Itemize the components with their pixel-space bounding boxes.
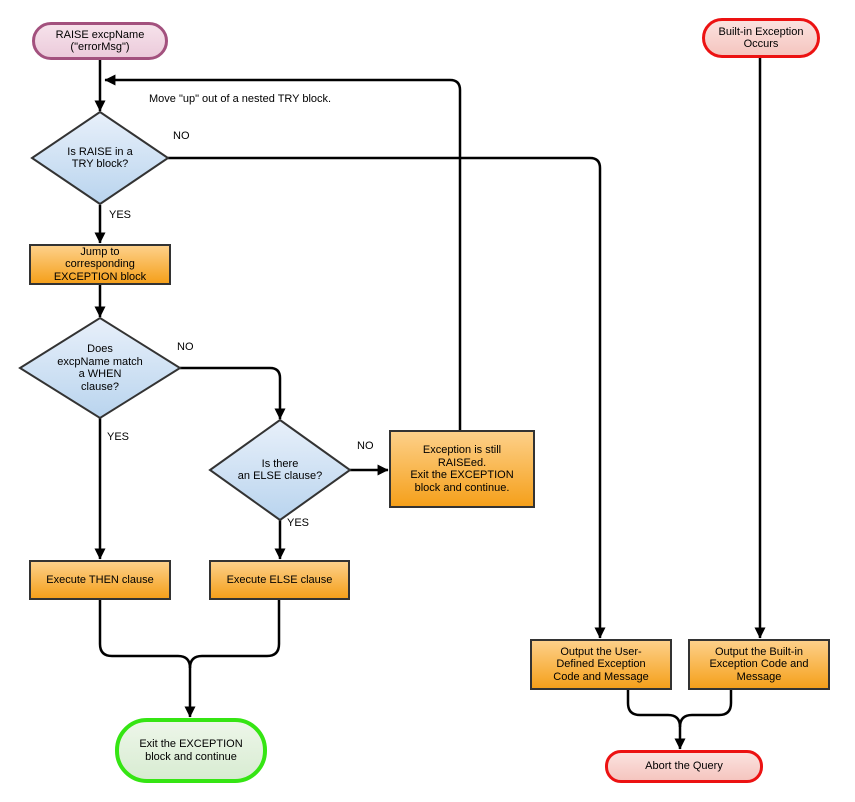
node-execute-else-clause-label: Execute ELSE clause (226, 573, 333, 586)
node-decision-when-match-label: Does excpName match a WHEN clause? (57, 343, 143, 393)
edge-label-else-yes: YES (287, 517, 310, 529)
node-execute-else-clause: Execute ELSE clause (209, 560, 350, 600)
edge-else-merge (188, 600, 281, 669)
node-builtin-exception-occurs: Built-in Exception Occurs (702, 18, 820, 58)
node-jump-exception-block-label: Jump to corresponding EXCEPTION block (53, 245, 147, 283)
node-decision-else-clause: Is there an ELSE clause? (208, 418, 352, 522)
node-execute-then-clause-label: Execute THEN clause (46, 573, 154, 586)
node-decision-is-raise-in-try: Is RAISE in a TRY block? (30, 110, 170, 206)
node-abort-query-label: Abort the Query (645, 760, 723, 773)
decision-try-shape (30, 110, 170, 206)
edge-output-user-merge (626, 690, 686, 750)
edge-label-move-up: Move "up" out of a nested TRY block. (149, 93, 332, 105)
node-output-builtin-label: Output the Built-in Exception Code and M… (709, 645, 809, 683)
edge-label-try-no: NO (173, 130, 190, 142)
node-decision-else-clause-label: Is there an ELSE clause? (237, 457, 323, 483)
node-output-builtin: Output the Built-in Exception Code and M… (688, 639, 830, 690)
node-output-user-defined-label: Output the User- Defined Exception Code … (553, 645, 649, 683)
node-execute-then-clause: Execute THEN clause (29, 560, 171, 600)
node-decision-is-raise-in-try-label: Is RAISE in a TRY block? (67, 145, 133, 171)
node-abort-query: Abort the Query (605, 750, 763, 783)
edge-label-when-yes: YES (107, 431, 130, 443)
edge-label-try-yes: YES (109, 209, 132, 221)
decision-else-shape (208, 418, 352, 522)
node-exception-still-raised-label: Exception is still RAISEed. Exit the EXC… (410, 444, 514, 494)
node-start-raise-label: RAISE excpName ("errorMsg") (55, 28, 145, 54)
edge-label-else-no: NO (357, 440, 374, 452)
node-jump-exception-block: Jump to corresponding EXCEPTION block (29, 244, 171, 285)
node-output-user-defined: Output the User- Defined Exception Code … (530, 639, 672, 690)
node-exit-exception-block-label: Exit the EXCEPTION block and continue (139, 738, 243, 763)
edge-output-builtin-merge (678, 690, 733, 728)
edge-when-no (180, 366, 286, 420)
node-decision-when-match: Does excpName match a WHEN clause? (18, 316, 182, 420)
node-builtin-exception-occurs-label: Built-in Exception Occurs (718, 25, 804, 51)
edge-then-merge (98, 600, 196, 718)
decision-when-shape (18, 316, 182, 420)
node-exit-exception-block: Exit the EXCEPTION block and continue (115, 718, 267, 783)
node-exception-still-raised: Exception is still RAISEed. Exit the EXC… (389, 430, 535, 508)
node-start-raise: RAISE excpName ("errorMsg") (32, 22, 168, 60)
edge-label-when-no: NO (177, 341, 194, 353)
